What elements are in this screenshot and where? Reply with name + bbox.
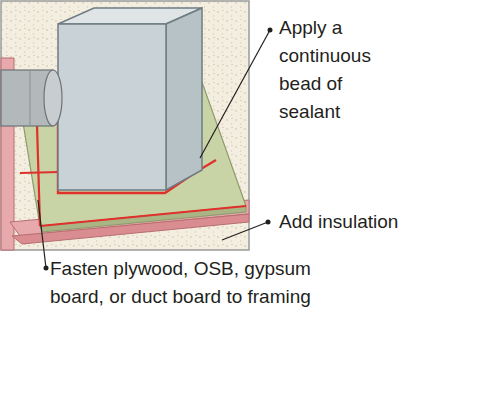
leader-line xyxy=(200,30,270,158)
leader-line xyxy=(222,222,268,240)
callout-label: Apply a continuous bead of sealant xyxy=(279,14,389,126)
callout-label: Add insulation xyxy=(279,208,469,236)
callout-label: Fasten plywood, OSB, gypsum board, or du… xyxy=(50,255,312,311)
leader-line xyxy=(38,200,46,268)
